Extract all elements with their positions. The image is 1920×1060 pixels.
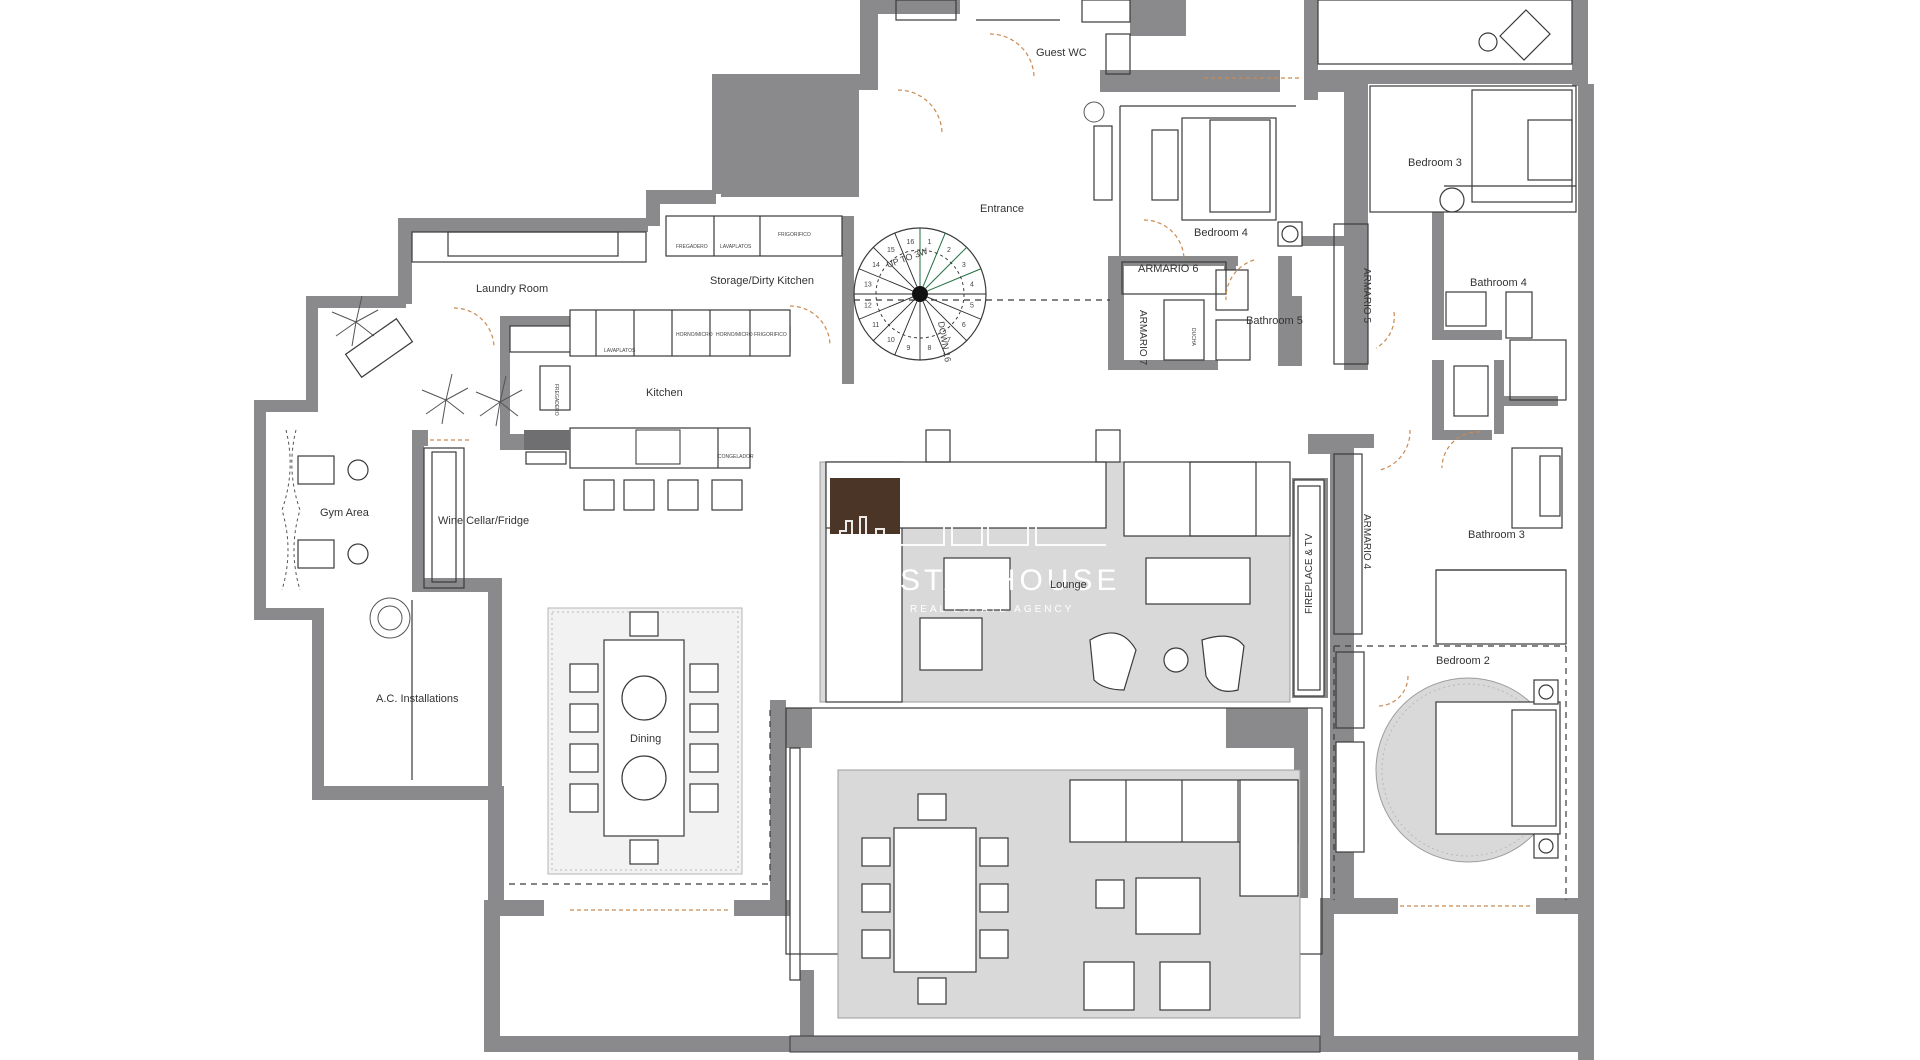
stair-step-line (922, 301, 946, 356)
room-label-lounge: Lounge (1050, 579, 1087, 591)
stair-step-line (873, 299, 915, 341)
door-swings (453, 33, 1481, 707)
room-label-armario-4: ARMARIO 4 (1361, 514, 1372, 569)
stair-walkline (875, 249, 965, 339)
stair-step-line (925, 299, 967, 341)
room-label-gym-area: Gym Area (320, 507, 370, 519)
appliance-lavaplatos-kitchen: LAVAPLATOS (604, 348, 636, 354)
stair-step-line (927, 268, 982, 292)
room-label-laundry-room: Laundry Room (476, 283, 548, 295)
room-label-storage-dirty-kitchen: Storage/Dirty Kitchen (710, 275, 814, 287)
room-label-wine-cellar: Wine Cellar/Fridge (438, 515, 529, 527)
plants (281, 101, 1105, 639)
stair-step-number: 8 (928, 345, 932, 352)
stair-step-line (925, 246, 968, 289)
stair-step-number: 9 (906, 345, 910, 352)
room-label-bedroom-3: Bedroom 3 (1408, 157, 1462, 169)
stair-step-number: 1 (928, 239, 932, 246)
appliance-labels: FREGADERO LAVAPLATOS FRIGORIFICO LAVAPLA… (553, 232, 1196, 460)
stair-step-line (858, 268, 913, 292)
thin-lines (411, 0, 1577, 1019)
room-label-bedroom-4: Bedroom 4 (1194, 227, 1248, 239)
stair-step-number: 2 (947, 247, 951, 254)
gym-bench-icon (344, 317, 414, 379)
watermark: STARHOUSE REAL ESTATE AGENCY (830, 478, 1120, 615)
stair-step-line (894, 301, 918, 356)
stair-step-number: 5 (970, 303, 974, 310)
stair-step-number: 4 (970, 281, 974, 288)
room-label-armario-7: ARMARIO 7 (1137, 310, 1148, 365)
room-label-entrance: Entrance (980, 203, 1024, 215)
room-label-kitchen: Kitchen (646, 387, 683, 399)
tree-plant-icon (369, 597, 411, 639)
stair-step-number: 12 (864, 303, 872, 310)
appliance-hornomicro-2: HORNO/MICRO (716, 332, 753, 338)
stair-step-number: 11 (872, 322, 879, 329)
stair-step-line (927, 296, 982, 320)
small-plant-icon (1083, 101, 1105, 123)
appliance-hornomicro-1: HORNO/MICRO (676, 332, 713, 338)
stair-step-number: 16 (906, 239, 914, 246)
room-label-dining: Dining (630, 733, 661, 745)
watermark-main: STARHOUSE (900, 564, 1120, 597)
appliance-frigorifico-kitchen: FRIGORIFICO (754, 332, 787, 338)
room-label-armario-6: ARMARIO 6 (1138, 263, 1199, 275)
appliance-ducha: DUCHA (1190, 328, 1196, 346)
room-label-guest-wc: Guest WC (1036, 47, 1087, 59)
stair-step-number: 10 (887, 337, 895, 344)
appliance-fregadero-kitchen: FREGADERO (553, 384, 559, 416)
stair-down-label: DOWN 16 (936, 321, 953, 363)
watermark-sub: REAL ESTATE AGENCY (910, 604, 1074, 615)
stair-step-line (873, 247, 915, 289)
appliance-frigorifico: FRIGORIFICO (778, 232, 811, 238)
palm-plant-icon (331, 295, 379, 347)
stair-step-number: 13 (864, 281, 872, 288)
room-label-ac-installations: A.C. Installations (376, 693, 459, 705)
stair-step-number: 14 (872, 262, 880, 269)
room-label-bathroom-5: Bathroom 5 (1246, 315, 1303, 327)
stair-step-line (894, 232, 918, 287)
gym-greenery (281, 429, 301, 591)
room-label-bedroom-2: Bedroom 2 (1436, 655, 1490, 667)
room-label-bathroom-3: Bathroom 3 (1468, 529, 1525, 541)
stair-step-line (858, 296, 913, 320)
appliance-congelador: CONGELADOR (718, 454, 754, 460)
stair-step-number: 15 (887, 247, 895, 254)
stair-step-line (922, 232, 946, 287)
stair-step-number: 3 (962, 262, 966, 269)
palm-plant-icon (475, 375, 523, 427)
room-label-armario-5: ARMARIO 5 (1361, 268, 1372, 323)
room-label-fireplace-tv: FIREPLACE & TV (1304, 533, 1315, 614)
stair-step-number: 7 (947, 337, 951, 344)
appliance-fregadero: FREGADERO (676, 244, 708, 250)
room-labels: Guest WC Entrance Bedroom 4 Bedroom 3 Ba… (320, 47, 1527, 745)
palm-plant-icon (421, 373, 469, 425)
exercise-bike-icon (297, 455, 369, 569)
stair-step-number: 6 (962, 322, 966, 329)
room-label-bathroom-4: Bathroom 4 (1470, 277, 1527, 289)
appliance-lavaplatos: LAVAPLATOS (720, 244, 752, 250)
